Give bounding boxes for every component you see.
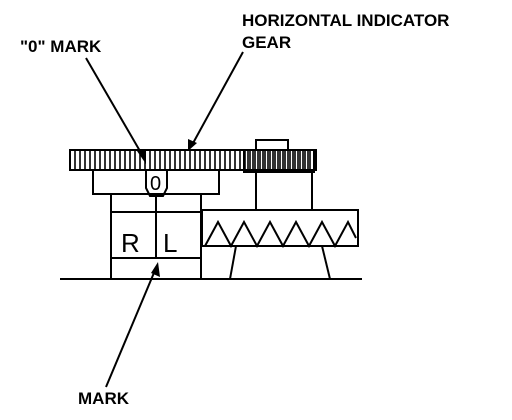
rl-block: R L — [110, 193, 202, 280]
gear-arrow — [188, 51, 244, 151]
mark-label: MARK — [78, 389, 130, 408]
right-marking: R — [121, 228, 140, 258]
zero-mark-label: "0" MARK — [20, 37, 102, 56]
mark-arrow — [105, 262, 160, 388]
rack-body — [201, 209, 359, 280]
zero-mark-arrow — [85, 57, 146, 164]
gear-label: GEAR — [242, 33, 291, 52]
zero-mark-text: 0 — [150, 173, 161, 195]
zero-mark-indicator: 0 — [145, 170, 168, 230]
horizontal-indicator-gear — [69, 149, 317, 171]
left-marking: L — [163, 228, 177, 258]
horizontal-indicator-label: HORIZONTAL INDICATOR — [242, 11, 449, 30]
